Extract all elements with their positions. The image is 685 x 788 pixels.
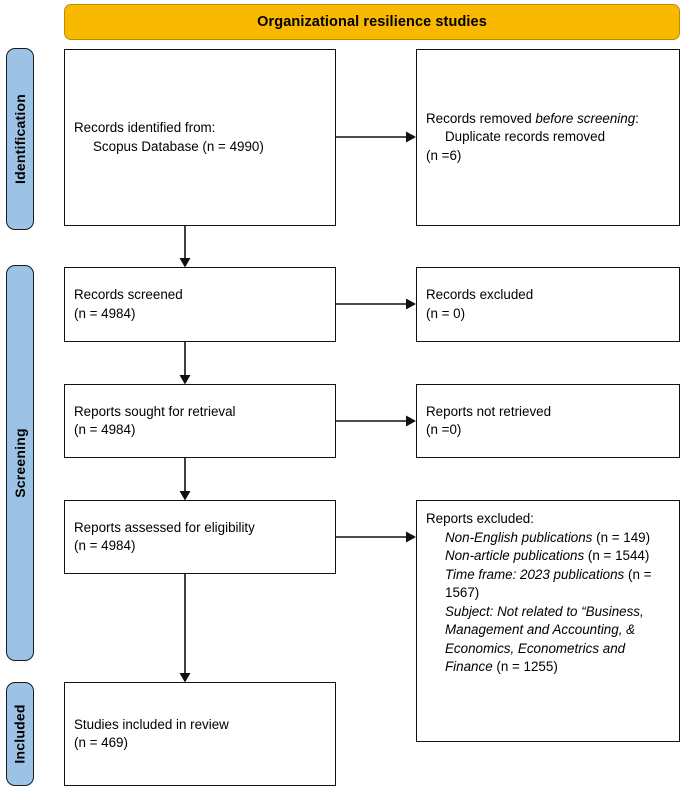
- stage-tab-included: Included: [6, 682, 34, 786]
- records-screened-line-1: Records screened: [74, 287, 183, 302]
- reason-count: (n = 149): [596, 529, 651, 545]
- box-records-removed: Records removed before screening: Duplic…: [416, 49, 680, 226]
- reports-assessed-line-1: Reports assessed for eligibility: [74, 519, 255, 535]
- box-reports-assessed: Reports assessed for eligibility (n = 49…: [64, 500, 336, 574]
- records-excluded-line-2: (n = 0): [426, 305, 466, 321]
- box-reports-sought: Reports sought for retrieval (n = 4984): [64, 384, 336, 458]
- reports-sought-line-1: Reports sought for retrieval: [74, 403, 236, 419]
- box-records-identified: Records identified from: Scopus Database…: [64, 49, 336, 226]
- records-identified-line-1: Records identified from:: [74, 120, 216, 135]
- records-removed-header-c: :: [635, 110, 639, 126]
- reports-excluded-reason: Time frame: 2023 publications (n = 1567): [426, 566, 670, 603]
- records-removed-header-b: before screening: [535, 110, 636, 126]
- stage-label-included: Included: [12, 704, 29, 764]
- diagram-title-text: Organizational resilience studies: [257, 14, 487, 30]
- reports-sought-line-2: (n = 4984): [74, 422, 136, 437]
- records-removed-line-2: Duplicate records removed: [445, 129, 606, 145]
- records-removed-line-3: (n =6): [426, 147, 462, 163]
- studies-included-line-1: Studies included in review: [74, 716, 229, 732]
- reason-text: Subject: Not related to “Business, Manag…: [445, 603, 644, 675]
- box-studies-included: Studies included in review (n = 469): [64, 682, 336, 786]
- reason-text: Non-article publications: [445, 548, 588, 563]
- stage-label-screening: Screening: [12, 428, 28, 498]
- box-records-excluded: Records excluded (n = 0): [416, 267, 680, 342]
- records-screened-line-2: (n = 4984): [74, 305, 136, 321]
- box-records-screened: Records screened (n = 4984): [64, 267, 336, 342]
- reports-excluded-header: Reports excluded:: [426, 511, 534, 526]
- stage-label-identification: Identification: [12, 94, 29, 184]
- reports-excluded-reason: Non-English publications (n = 149): [426, 529, 670, 548]
- reports-assessed-line-2: (n = 4984): [74, 538, 136, 553]
- records-excluded-line-1: Records excluded: [426, 287, 534, 302]
- records-identified-line-2: Scopus Database (n = 4990): [93, 138, 264, 154]
- reason-text: Time frame: 2023 publications: [445, 566, 628, 582]
- diagram-title-banner: Organizational resilience studies: [64, 4, 680, 40]
- stage-tab-identification: Identification: [6, 48, 34, 230]
- reports-not-retrieved-line-1: Reports not retrieved: [426, 403, 552, 419]
- reports-excluded-reason: Non-article publications (n = 1544): [426, 547, 670, 566]
- reason-text: Non-English publications: [445, 529, 597, 545]
- reason-count: (n = 1255): [496, 659, 558, 674]
- records-removed-header-a: Records removed: [426, 110, 536, 126]
- reason-count: (n = 1544): [587, 548, 650, 563]
- box-reports-excluded: Reports excluded: Non-English publicatio…: [416, 500, 680, 742]
- stage-tab-screening: Screening: [6, 265, 34, 661]
- reports-not-retrieved-line-2: (n =0): [426, 422, 462, 437]
- reports-excluded-reason: Subject: Not related to “Business, Manag…: [426, 603, 670, 677]
- box-reports-not-retrieved: Reports not retrieved (n =0): [416, 384, 680, 458]
- reports-excluded-reason-list: Non-English publications (n = 149)Non-ar…: [426, 529, 670, 677]
- reason-count: (n = 1567): [445, 566, 652, 601]
- records-removed-header: Records removed before screening:: [426, 110, 670, 129]
- studies-included-line-2: (n = 469): [74, 735, 128, 750]
